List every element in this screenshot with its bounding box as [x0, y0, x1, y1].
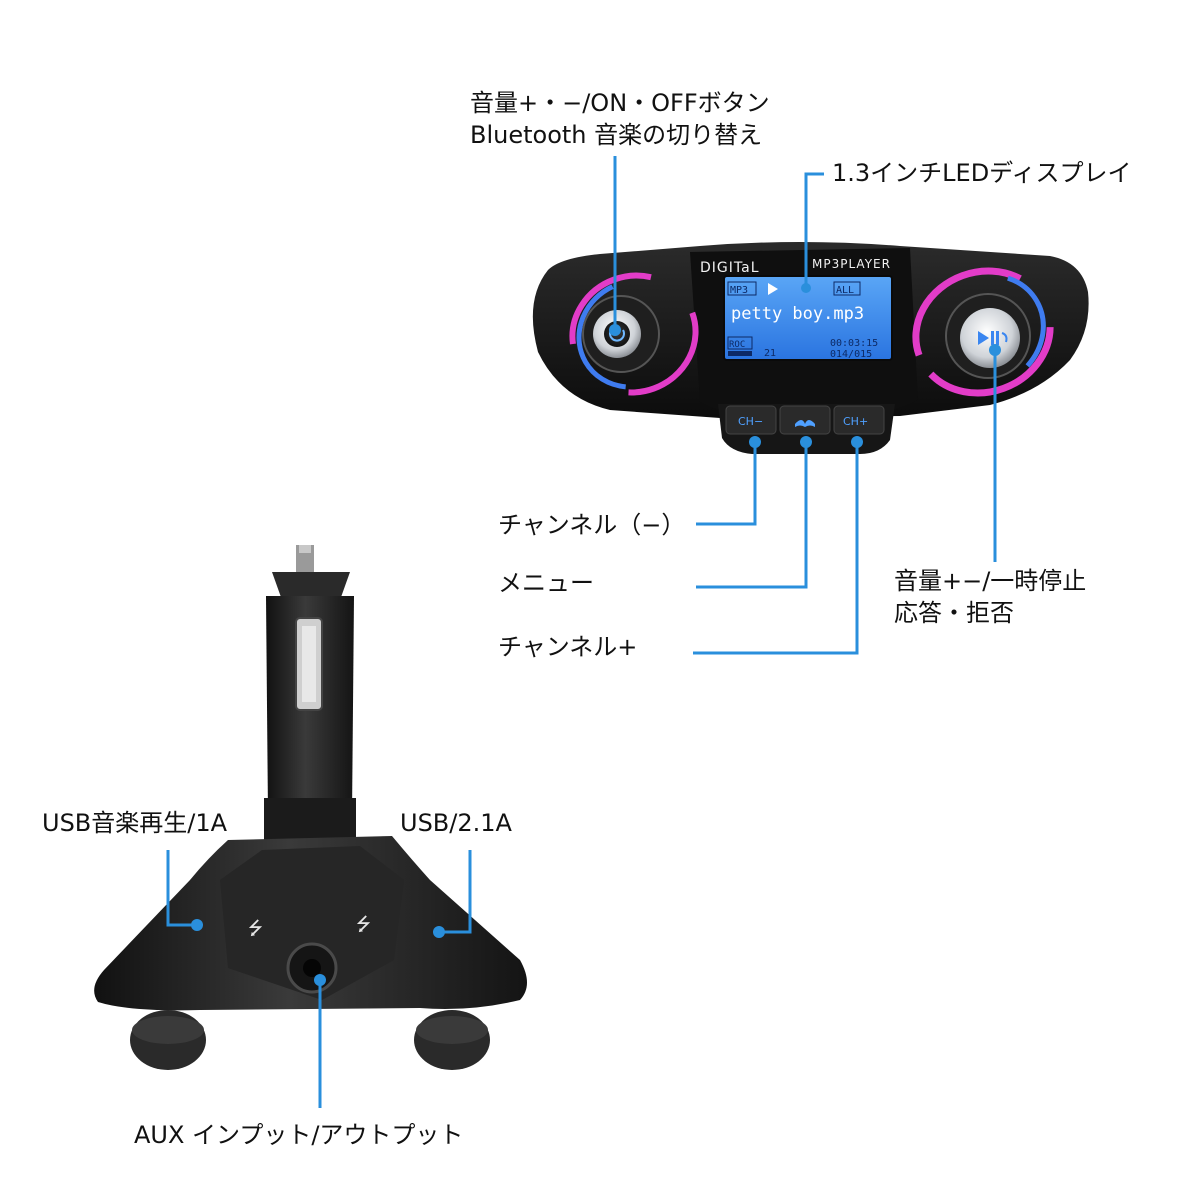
label-ch-minus: チャンネル（−） [498, 511, 686, 539]
lcd-level-bar [728, 351, 752, 356]
label-power-line1: 音量+・−/ON・OFFボタン [470, 89, 770, 117]
ch-plus-button[interactable]: CH+ [833, 405, 885, 435]
callout-lines [166, 156, 997, 1108]
lcd-time: 00:03:15 [830, 338, 878, 349]
menu-book-icon [795, 420, 815, 427]
lcd-repeat: ALL [836, 285, 854, 296]
play-pause-phone-icon [978, 331, 1008, 345]
ch-minus-button[interactable]: CH− [725, 405, 777, 435]
usb-right-icon: ⭍ [356, 914, 371, 935]
callout-line-display [804, 172, 824, 288]
callout-line-menu [696, 442, 808, 589]
right-knob[interactable] [899, 252, 1068, 411]
label-usb-charge: USB/2.1A [400, 809, 512, 837]
button-strip: CH− CH+ [718, 404, 895, 454]
left-knob[interactable] [556, 258, 712, 409]
label-display: 1.3インチLEDディスプレイ [832, 159, 1132, 187]
label-power-line2: Bluetooth 音楽の切り替え [470, 121, 763, 149]
label-menu: メニュー [498, 569, 594, 597]
label-usb-music: USB音楽再生/1A [42, 809, 228, 837]
label-aux: AUX インプット/アウトプット [134, 1121, 464, 1149]
lcd-mode-box [727, 281, 757, 296]
menu-button[interactable] [779, 405, 831, 435]
adapter-collar [272, 572, 350, 600]
callout-line-usb-charge [440, 850, 472, 934]
callout-line-ch-plus [693, 442, 859, 655]
ch-plus-label: CH+ [843, 415, 868, 428]
callout-line-usb-music [166, 850, 195, 927]
ch-minus-label: CH− [738, 415, 763, 428]
lcd-display: MP3 ALL petty boy.mp3 ROC 21 00:03:15 01… [723, 275, 893, 361]
label-playpause-line1: 音量+−/一時停止 [894, 567, 1087, 595]
lcd-track-count: 014/015 [830, 349, 872, 360]
label-playpause-line2: 応答・拒否 [894, 599, 1014, 627]
fm-transmitter: DIGITaL MP3PLAYER MP3 ALL petty boy.mp3 … [532, 242, 1089, 454]
callout-dots [191, 283, 1001, 986]
car-adapter: ⭍ ⭍ [94, 545, 528, 1070]
lcd-roc-box [727, 336, 753, 350]
play-indicator-icon [768, 283, 778, 295]
callout-line-ch-minus [696, 442, 757, 526]
brand-digital: DIGITaL [700, 260, 760, 276]
usb-left-icon: ⭍ [248, 918, 263, 939]
lcd-roc: ROC [729, 340, 745, 350]
lcd-repeat-box [833, 281, 861, 296]
lcd-number: 21 [764, 348, 776, 359]
lcd-mode: MP3 [730, 285, 748, 296]
label-ch-plus: チャンネル+ [498, 633, 638, 661]
lcd-track-name: petty boy.mp3 [731, 304, 864, 324]
brand-mp3player: MP3PLAYER [812, 257, 891, 271]
